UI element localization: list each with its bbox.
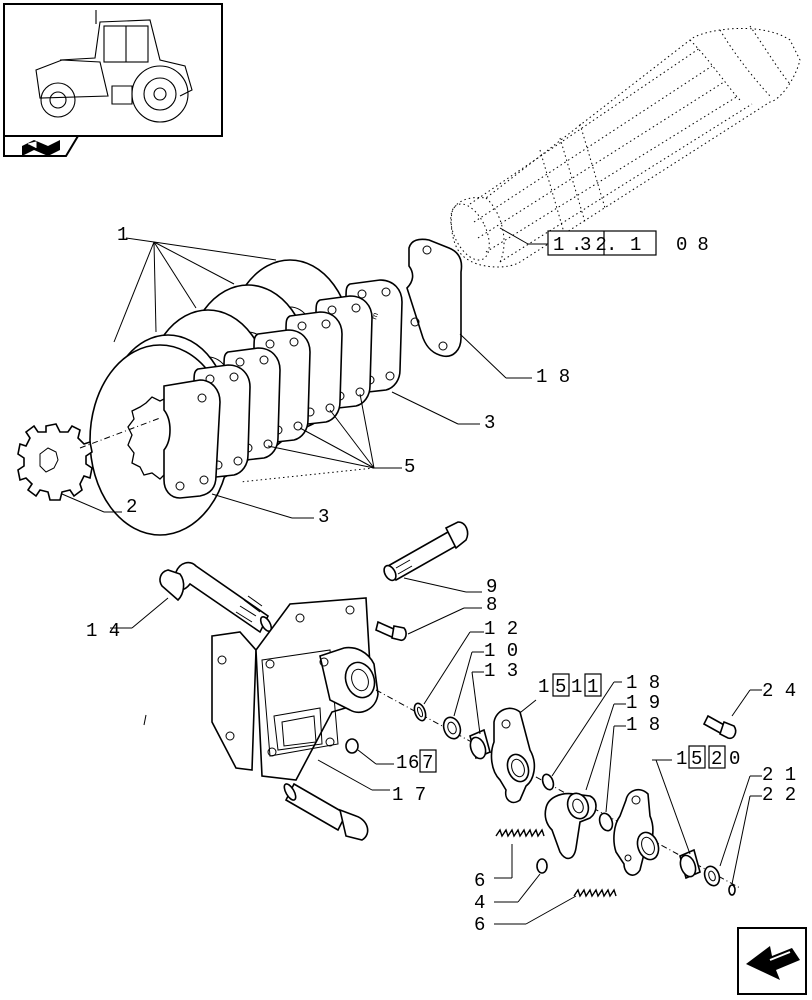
svg-text:1: 1 xyxy=(676,748,687,770)
small-washer xyxy=(536,858,548,874)
washer xyxy=(442,716,462,740)
cover-plate xyxy=(406,238,463,358)
svg-text:5: 5 xyxy=(691,748,702,770)
label-6a: 6 xyxy=(474,870,485,892)
front-plate xyxy=(163,379,221,499)
label-3-bottom: 3 xyxy=(318,506,329,528)
label-18-bot: 1 8 xyxy=(626,714,660,736)
lever-arm xyxy=(490,707,536,804)
ref-16-7[interactable]: 1 6 7 xyxy=(396,749,437,774)
label-1: 1 xyxy=(117,224,128,246)
spring xyxy=(495,828,545,838)
svg-text:1: 1 xyxy=(396,752,407,774)
washer-2 xyxy=(703,865,721,887)
label-6b: 6 xyxy=(474,914,485,936)
label-17: 1 7 xyxy=(392,784,426,806)
circlip xyxy=(598,812,614,832)
bushing-2 xyxy=(679,848,701,880)
spring-2 xyxy=(573,888,617,898)
callout-6b: 6 xyxy=(474,895,577,936)
svg-text:1: 1 xyxy=(587,676,598,698)
callout-9: 9 xyxy=(403,576,497,598)
svg-text:2: 2 xyxy=(711,748,722,770)
brake-housing xyxy=(211,597,379,781)
ref-shaft-part-2: 32 xyxy=(580,234,611,256)
svg-text:6: 6 xyxy=(408,752,419,774)
svg-text:0: 0 xyxy=(729,748,740,770)
svg-text:5: 5 xyxy=(555,676,566,698)
ref-15-11[interactable]: 1 5 1 1 xyxy=(538,673,602,698)
label-24: 2 4 xyxy=(762,680,796,702)
callout-17: 1 7 xyxy=(317,759,426,806)
label-5: 5 xyxy=(404,456,415,478)
bushing xyxy=(469,728,491,760)
callout-18-bot: 1 8 xyxy=(605,714,660,813)
ref-shaft-part-4: 08 xyxy=(676,234,719,256)
callout-18-top: 1 8 xyxy=(459,333,570,388)
label-9: 9 xyxy=(486,576,497,598)
lever-shaft xyxy=(159,561,273,634)
svg-text:1: 1 xyxy=(571,676,582,698)
bolt-24 xyxy=(702,714,737,740)
tractor-icon xyxy=(35,10,193,123)
callout-19: 1 9 xyxy=(585,692,660,791)
callout-21: 2 1 xyxy=(719,764,796,867)
label-14: 1 4 xyxy=(86,620,120,642)
label-12: 1 2 xyxy=(484,618,518,640)
ref-shaft-dot-2: . xyxy=(606,234,617,256)
svg-text:m: m xyxy=(369,311,380,321)
lever-arm-2 xyxy=(613,788,660,876)
callout-2: 2 xyxy=(61,493,137,518)
plug xyxy=(345,738,359,754)
callout-3-bottom: 3 xyxy=(211,493,329,528)
steel-plate-stack: m xyxy=(163,238,463,499)
callout-12: 1 2 xyxy=(423,618,518,705)
callout-18-mid: 1 8 xyxy=(551,672,660,777)
label-2: 2 xyxy=(126,496,137,518)
label-10: 1 0 xyxy=(484,640,518,662)
ref-shaft-part-3: 1 xyxy=(630,234,641,256)
callout-8: 8 xyxy=(407,594,497,635)
o-ring xyxy=(413,702,427,722)
callout-14: 1 4 xyxy=(86,597,169,642)
callout-22: 2 2 xyxy=(731,784,796,885)
svg-text:1: 1 xyxy=(538,676,549,698)
label-18-mid: 1 8 xyxy=(626,672,660,694)
label-13: 1 3 xyxy=(484,660,518,682)
retaining-clip xyxy=(728,884,736,896)
callout-6a: 6 xyxy=(474,844,513,892)
label-22: 2 2 xyxy=(762,784,796,806)
book-icon xyxy=(22,140,60,156)
circlip xyxy=(541,773,555,791)
ref-shaft-dot-1: . xyxy=(571,234,582,256)
callout-5: 5 xyxy=(239,393,415,483)
label-8: 8 xyxy=(486,594,497,616)
callout-1: 1 xyxy=(113,224,277,343)
label-19: 1 9 xyxy=(626,692,660,714)
label-18-top: 1 8 xyxy=(536,366,570,388)
small-bolt xyxy=(375,620,407,642)
callout-4: 4 xyxy=(474,873,541,914)
long-bolt xyxy=(383,521,469,582)
callout-3-right: 3 xyxy=(391,391,495,434)
ref-shaft-part-1: 1 xyxy=(553,234,564,256)
spur-gear xyxy=(17,423,93,501)
ref-15-20[interactable]: 1 5 2 0 xyxy=(676,745,740,770)
callout-24: 2 4 xyxy=(731,680,796,717)
callout-10: 1 0 xyxy=(453,640,518,717)
next-page-arrow-icon[interactable] xyxy=(737,927,807,995)
svg-text:7: 7 xyxy=(422,752,433,774)
cam-lever xyxy=(544,792,597,860)
label-4: 4 xyxy=(474,892,485,914)
tractor-thumbnail[interactable] xyxy=(3,3,223,157)
ref-shaft[interactable]: 1 . 32 . 1 08 xyxy=(547,230,719,256)
stud xyxy=(283,782,369,841)
label-3-right: 3 xyxy=(484,412,495,434)
splined-shaft xyxy=(450,25,801,268)
callout-13: 1 3 xyxy=(471,660,518,735)
label-21: 2 1 xyxy=(762,764,796,786)
